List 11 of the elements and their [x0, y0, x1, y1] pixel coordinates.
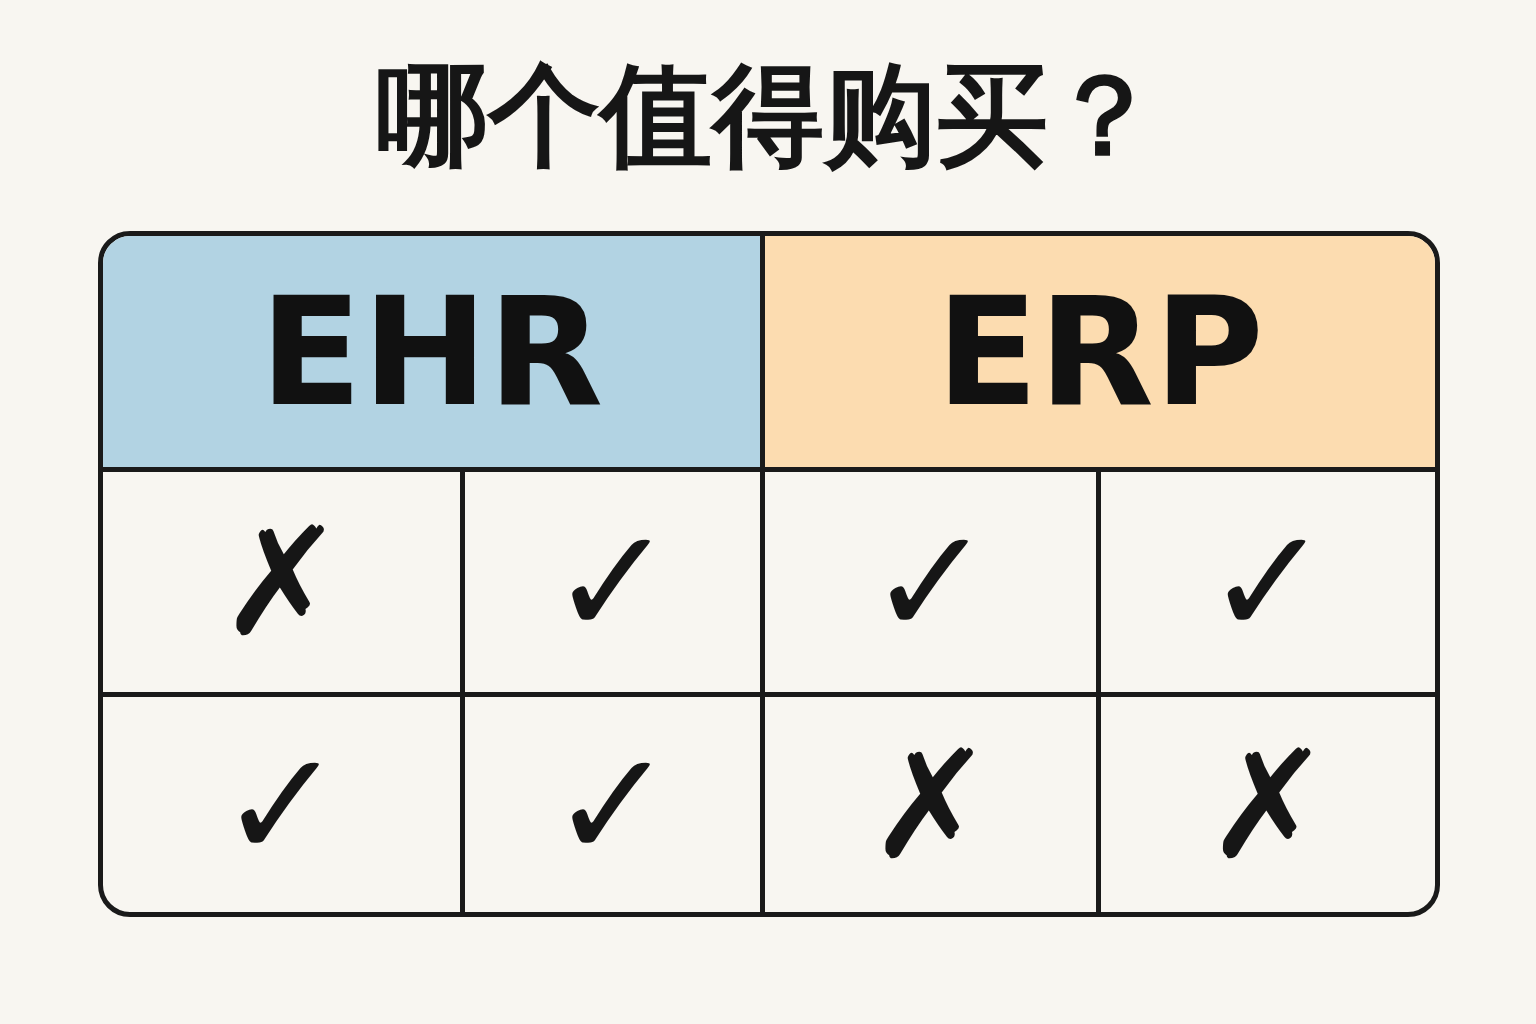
- mark-cell: ✓: [549, 729, 676, 880]
- header-cell: EHR: [103, 236, 765, 472]
- mark-cell: ✗: [1205, 729, 1331, 880]
- header-cell: ERP: [765, 236, 1435, 472]
- mark-cell: ✓: [549, 507, 676, 657]
- mark-cell: ✗: [867, 729, 994, 880]
- mark-cell: ✓: [867, 507, 994, 657]
- title: 哪个值得购买？: [375, 49, 1161, 182]
- mark-cell: ✗: [218, 507, 345, 657]
- mark-cell: ✓: [218, 729, 345, 880]
- mark-cell: ✓: [1205, 507, 1331, 657]
